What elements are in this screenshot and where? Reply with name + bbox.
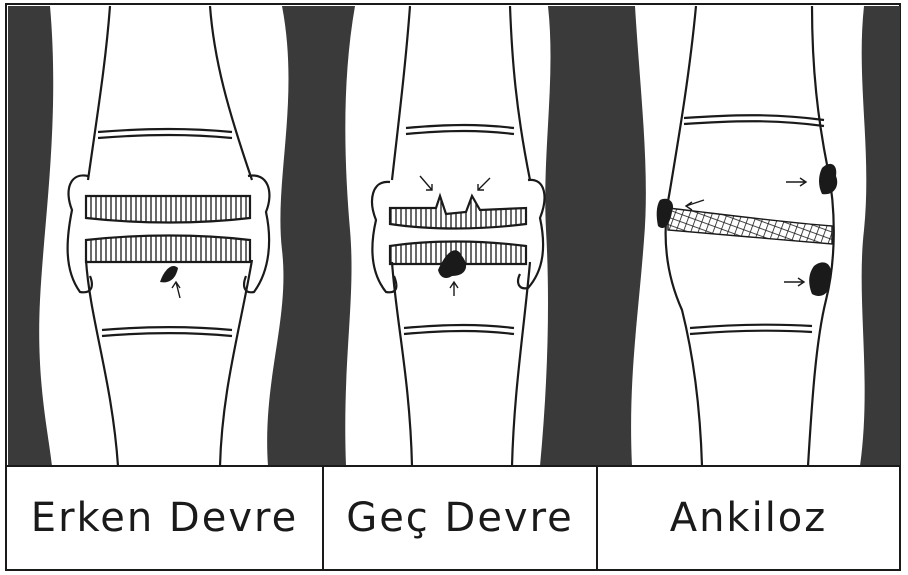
label-late-stage: Geç Devre: [323, 470, 597, 566]
lower-cartilage: [86, 236, 250, 263]
soft-tissue-band-4: [860, 6, 900, 466]
soft-tissue-band-3: [540, 6, 646, 466]
upper-cartilage: [86, 196, 250, 223]
label-ankylosis: Ankiloz: [597, 470, 900, 566]
label-early-stage: Erken Devre: [6, 470, 323, 566]
